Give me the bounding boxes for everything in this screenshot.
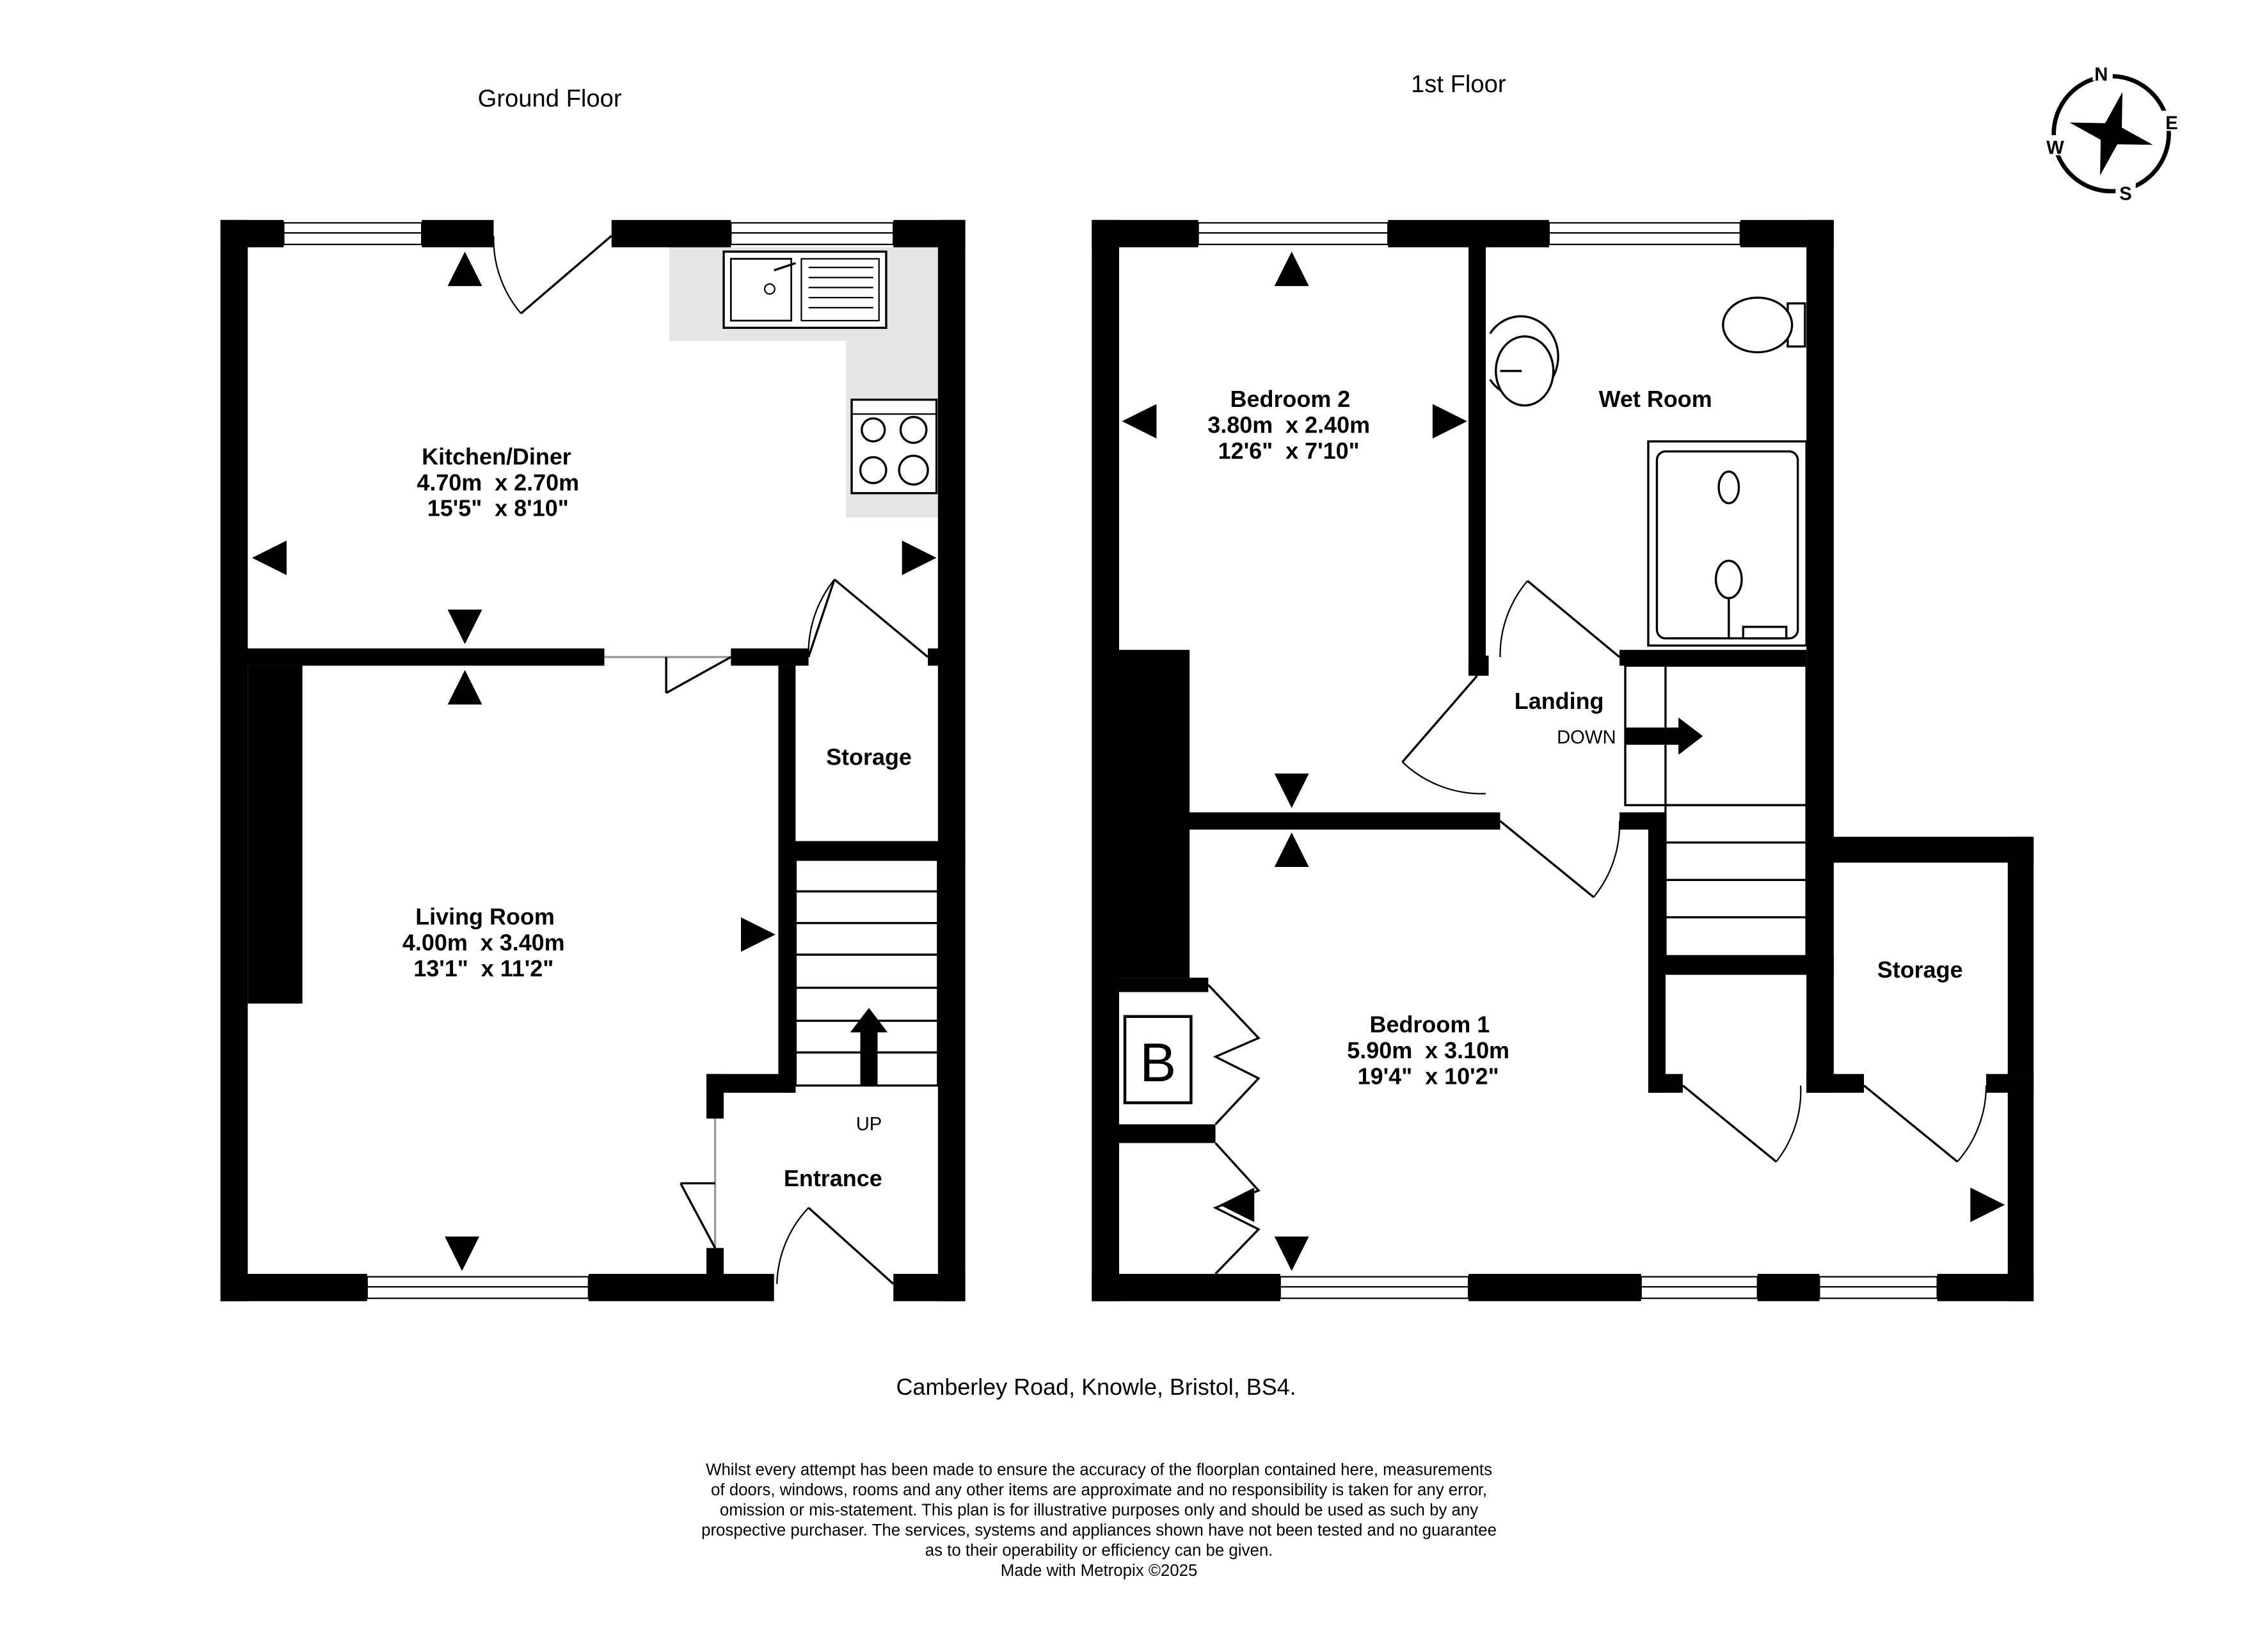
stairs-up-arrow-icon [850,1008,888,1086]
disclaimer-line: omission or mis-statement. This plan is … [720,1502,1478,1520]
boiler-label: B [1140,1033,1176,1093]
stairs-down-arrow-icon [1625,717,1703,755]
ground-walls [220,219,966,1301]
stairs-up-label: UP [856,1114,882,1134]
bedroom1-label: Bedroom 1 5.90m x 3.10m 19'4" x 10'2" [1347,1011,1509,1089]
address: Camberley Road, Knowle, Bristol, BS4. [896,1374,1296,1400]
storage-ground-label: Storage [826,743,912,770]
disclaimer-line: of doors, windows, rooms and any other i… [711,1481,1487,1499]
kitchen-metric: 4.70m x 2.70m [417,469,579,495]
compass-n: N [2094,65,2108,85]
basin-icon [1489,315,1559,407]
disclaimer: Whilst every attempt has been made to en… [701,1461,1497,1580]
bedroom1-metric: 5.90m x 3.10m [1347,1037,1509,1063]
compass-letters: N E S W [2043,60,2182,204]
entrance-label: Entrance [784,1165,882,1191]
doors [493,235,929,1285]
doors-first [1207,580,1987,1275]
kitchen-imperial: 15'5" x 8'10" [427,495,569,521]
landing-label: Landing [1515,688,1604,714]
bedroom2-metric: 3.80m x 2.40m [1207,411,1370,438]
compass-icon [2051,74,2171,194]
ground-floor-title: Ground Floor [478,84,622,112]
bedroom1-imperial: 19'4" x 10'2" [1358,1063,1499,1089]
windows [283,222,895,1299]
dimension-arrows-first [1122,251,2005,1271]
boiler-box [1123,1015,1193,1104]
stairs-down-label: DOWN [1557,727,1616,748]
kitchen-name: Kitchen/Diner [422,443,571,470]
shower-icon [1647,440,1808,647]
ground-floor-plan: Kitchen/Diner 4.70m x 2.70m 15'5" x 8'10… [220,219,966,1301]
bedroom2-label: Bedroom 2 3.80m x 2.40m 12'6" x 7'10" [1207,386,1370,464]
compass-s: S [2119,184,2131,204]
kitchen-label: Kitchen/Diner 4.70m x 2.70m 15'5" x 8'10… [417,443,579,521]
toilet-icon [1722,296,1806,354]
bedroom2-name: Bedroom 2 [1230,386,1351,412]
living-metric: 4.00m x 3.40m [402,929,565,955]
compass-e: E [2165,113,2177,134]
bedroom2-imperial: 12'6" x 7'10" [1218,438,1360,464]
credit: Made with Metropix ©2025 [1001,1562,1198,1580]
hob-icon [850,399,938,495]
disclaimer-line: as to their operability or efficiency ca… [925,1541,1273,1559]
bedroom1-name: Bedroom 1 [1370,1011,1490,1037]
compass-w: W [2046,138,2064,158]
wetroom-label: Wet Room [1599,386,1712,412]
sink-icon [722,250,887,330]
first-floor-plan: B Bedroom 2 3.80m x 2.40m 12'6" x 7'10" … [1092,219,2034,1301]
windows-first [1197,222,1938,1299]
living-label: Living Room 4.00m x 3.40m 13'1" x 11'2" [402,903,565,981]
disclaimer-line: Whilst every attempt has been made to en… [706,1461,1492,1479]
first-walls [1092,219,2034,1301]
stairs-first [1624,664,1808,958]
disclaimer-line: prospective purchaser. The services, sys… [701,1521,1497,1539]
dimension-arrows [251,251,937,1271]
first-floor-title: 1st Floor [1411,70,1506,98]
storage-first-label: Storage [1877,957,1963,983]
living-name: Living Room [415,903,555,930]
living-imperial: 13'1" x 11'2" [413,955,553,981]
